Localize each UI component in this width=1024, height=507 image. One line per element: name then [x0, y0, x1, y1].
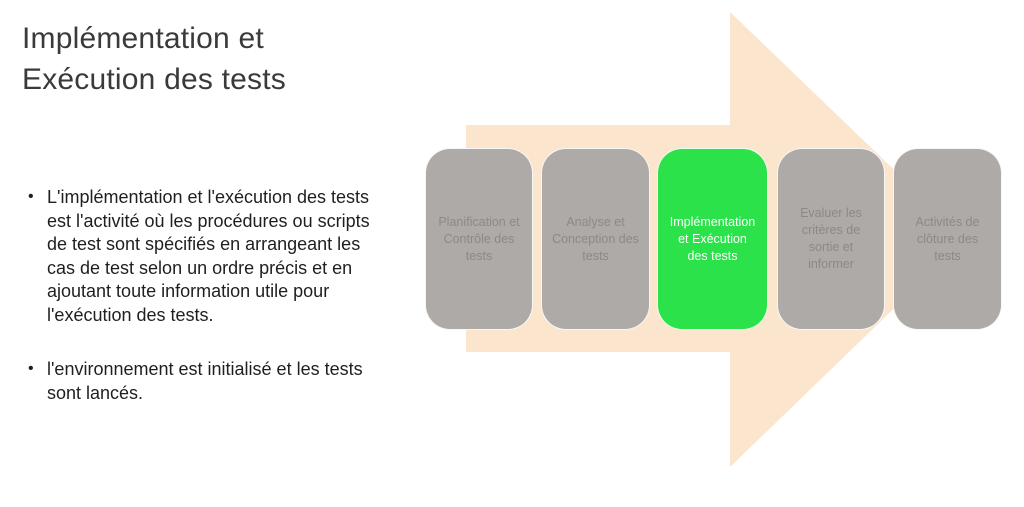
bullet-marker: • — [28, 360, 34, 377]
step-label: Implémentation et Exécution des tests — [669, 214, 756, 263]
step-label: Activités de clôture des tests — [915, 214, 980, 263]
bullet-item: • l'environnement est initialisé et les … — [28, 358, 393, 405]
step-label: Analyse et Conception des tests — [552, 214, 639, 263]
step-evaluer-criteres: Evaluer les critères de sortie et inform… — [777, 148, 885, 330]
slide-title: Implémentation et Exécution des tests — [22, 18, 286, 100]
step-implementation-execution: Implémentation et Exécution des tests — [657, 148, 768, 330]
step-planification-controle: Planification et Contrôle des tests — [425, 148, 533, 330]
bullet-item: • L'implémentation et l'exécution des te… — [28, 186, 393, 327]
step-activites-cloture: Activités de clôture des tests — [893, 148, 1002, 330]
step-label: Planification et Contrôle des tests — [438, 214, 520, 263]
bullet-marker: • — [28, 188, 34, 205]
bullet-list: • L'implémentation et l'exécution des te… — [28, 186, 393, 436]
bullet-text: l'environnement est initialisé et les te… — [47, 359, 363, 403]
slide-title-line1: Implémentation et — [22, 22, 264, 55]
bullet-text: L'implémentation et l'exécution des test… — [47, 187, 370, 325]
step-analyse-conception: Analyse et Conception des tests — [541, 148, 650, 330]
step-label: Evaluer les critères de sortie et inform… — [800, 206, 862, 271]
slide-title-line2: Exécution des tests — [22, 63, 286, 96]
